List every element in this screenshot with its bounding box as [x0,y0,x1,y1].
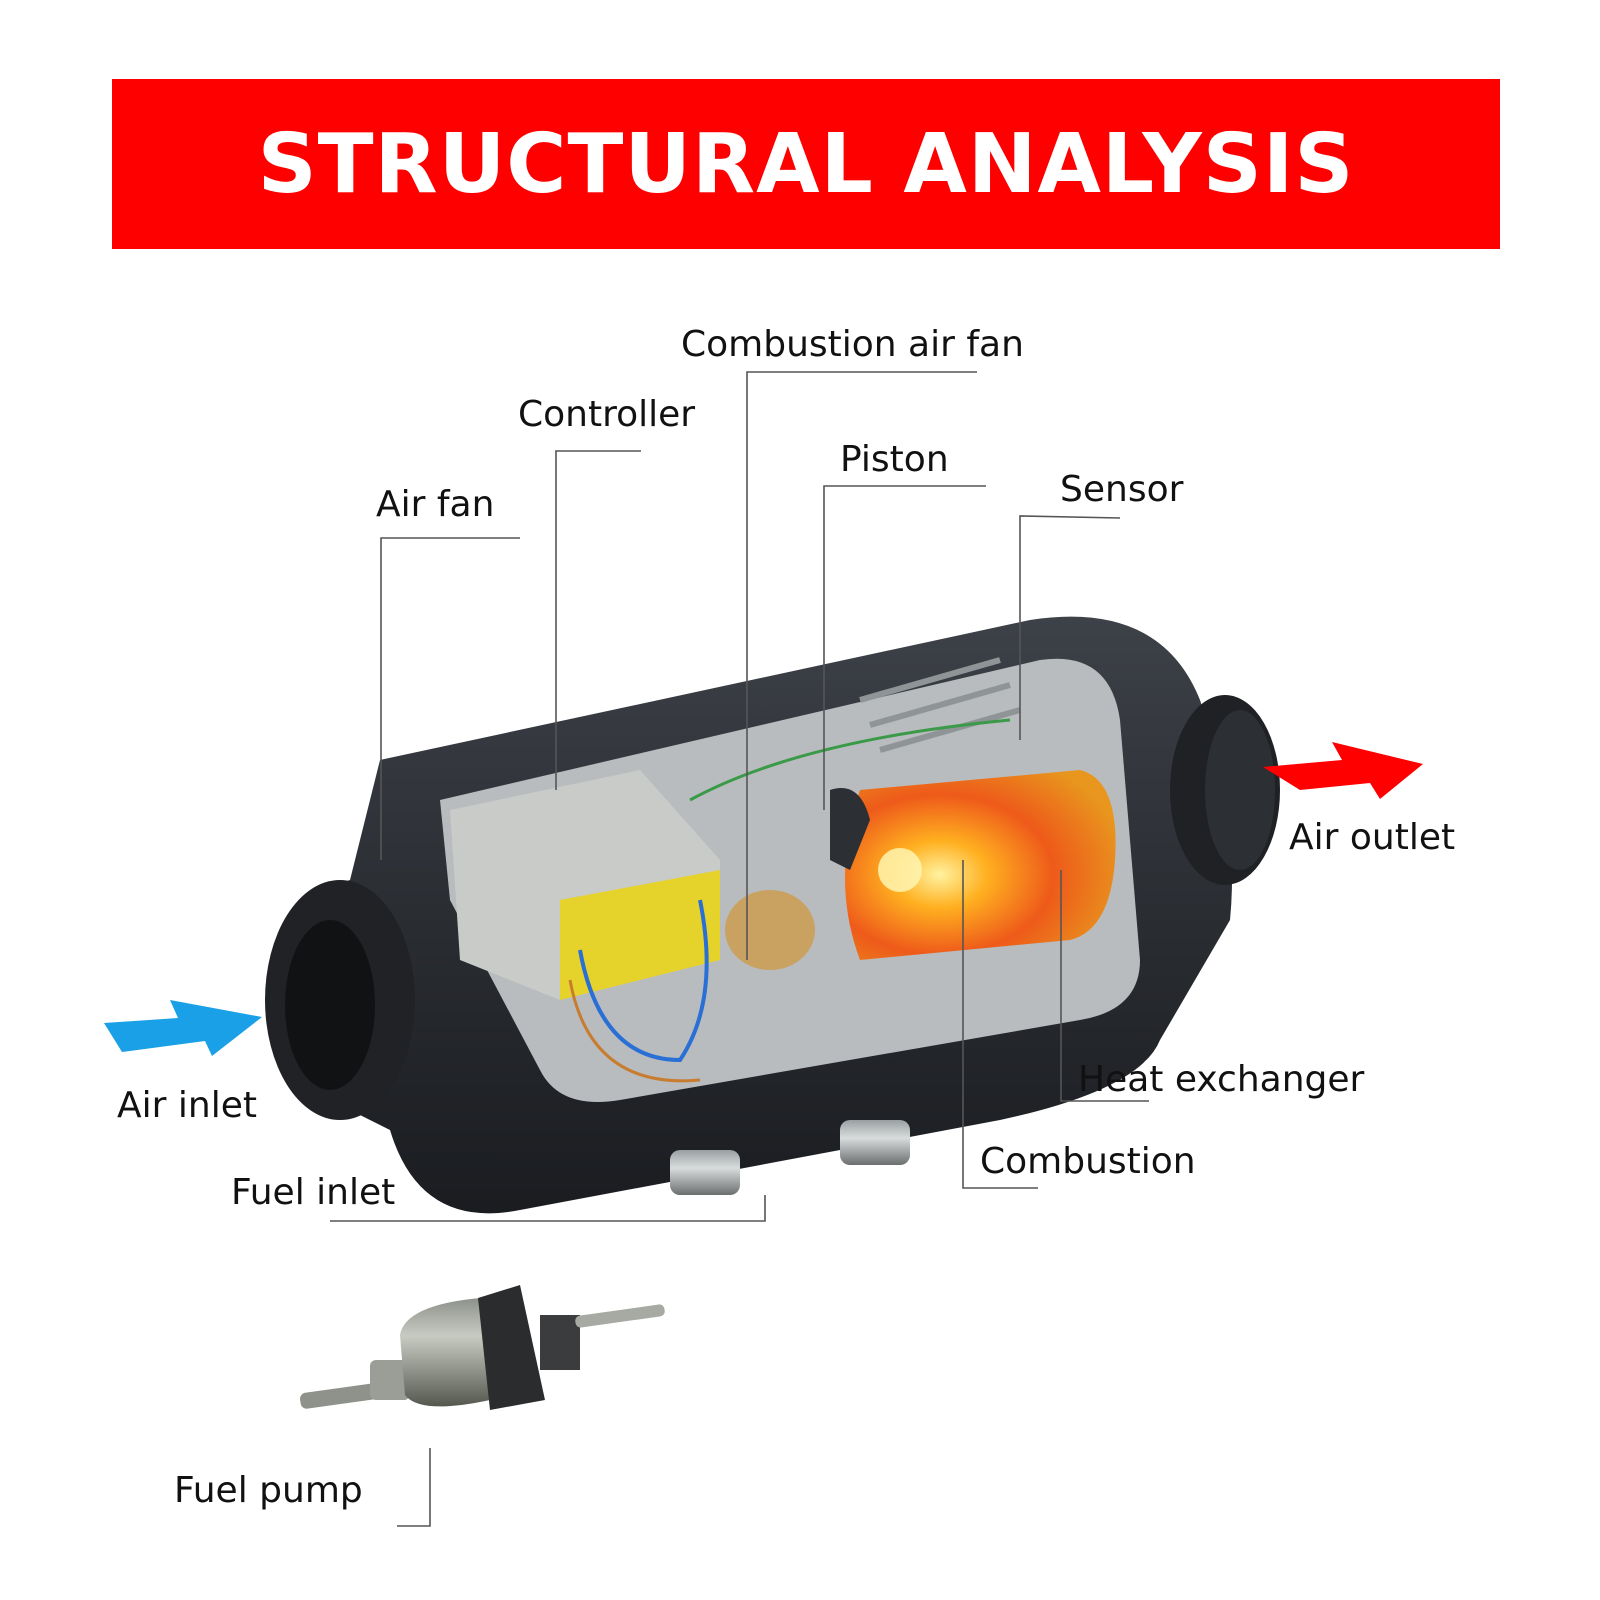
air-outlet-arrow [1263,742,1423,799]
label-piston: Piston [840,439,949,480]
label-heat-exchanger: Heat exchanger [1078,1059,1365,1100]
label-fuel-inlet: Fuel inlet [231,1172,396,1213]
title-banner: STRUCTURAL ANALYSIS [112,79,1500,249]
leader-combustion-air-fan [746,371,977,960]
label-air-fan: Air fan [376,484,495,525]
label-sensor: Sensor [1060,469,1184,510]
leader-controller [555,450,641,790]
combustion-fan [725,890,815,970]
controller-board [560,870,720,1000]
label-combustion-air-fan: Combustion air fan [681,324,1024,365]
label-fuel-pump: Fuel pump [174,1470,363,1511]
leader-piston [823,485,986,810]
label-air-outlet: Air outlet [1289,817,1456,858]
air-inlet-arrow [104,1000,262,1056]
combustion-chamber [845,770,1116,960]
leader-fuel-inlet [330,1195,766,1222]
leader-fuel-pump [397,1448,431,1527]
piston-part [830,788,870,870]
leader-combustion [962,860,1038,1189]
flame-glow [878,848,922,892]
leader-heat-exchanger [1060,870,1149,1102]
page-title: STRUCTURAL ANALYSIS [257,116,1355,212]
label-controller: Controller [518,394,696,435]
leader-air-fan [380,537,520,860]
fuel-pump [300,1285,665,1410]
label-air-inlet: Air inlet [117,1085,257,1126]
label-combustion: Combustion [980,1141,1196,1182]
cutaway-interior [440,658,1140,1102]
heater-body [265,616,1280,1214]
leader-sensor [1019,515,1121,740]
